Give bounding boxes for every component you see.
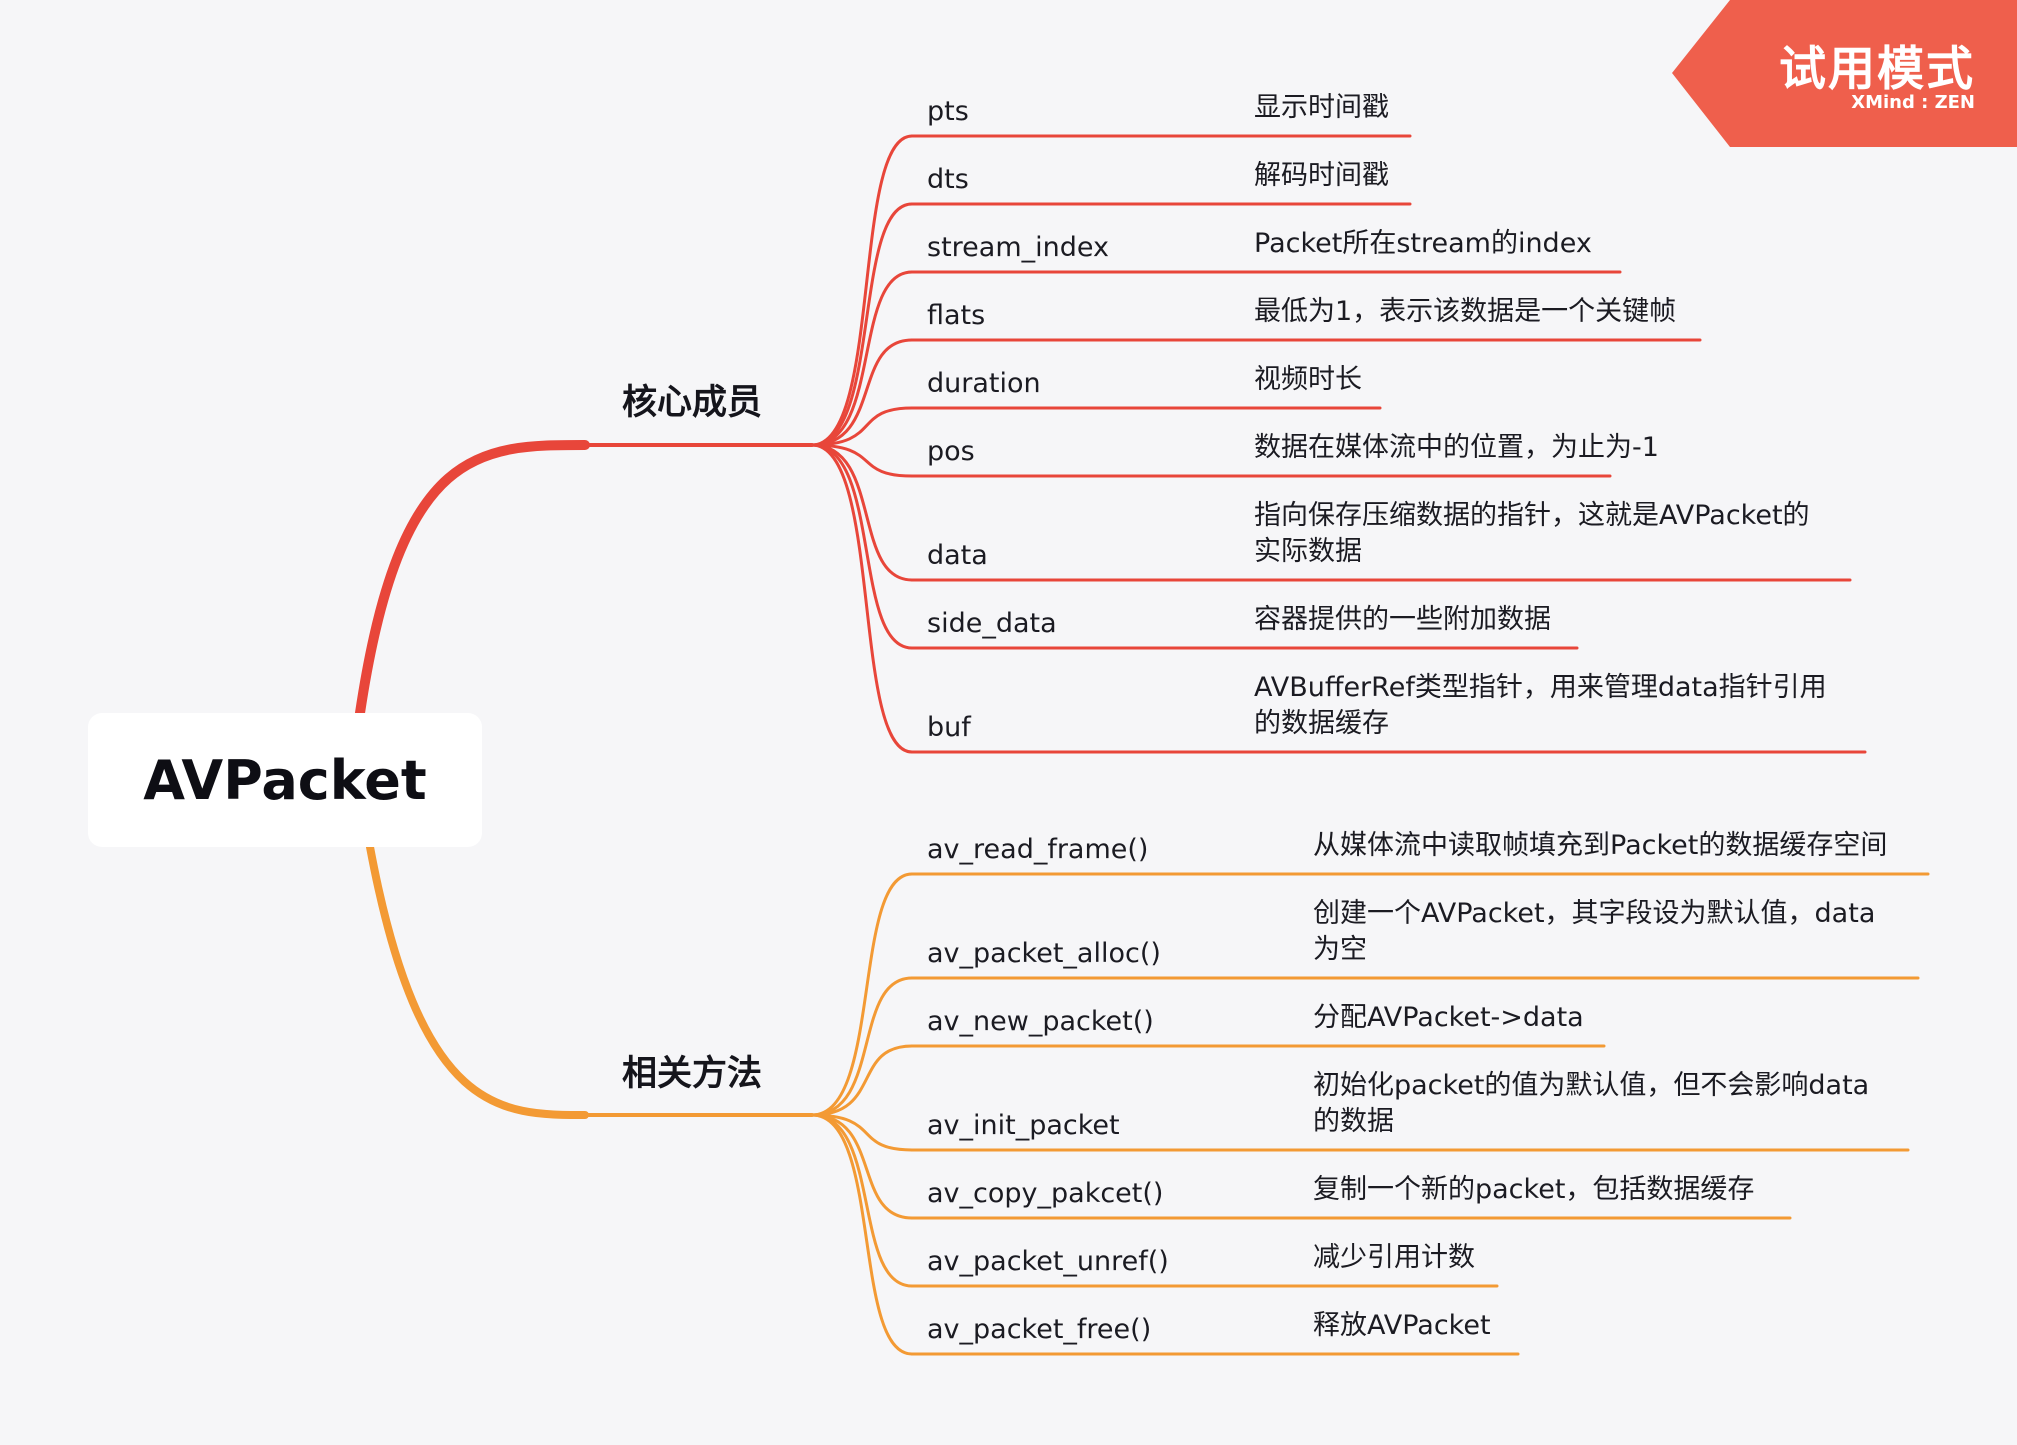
desc-line: 从媒体流中读取帧填充到Packet的数据缓存空间 [1313,830,1888,861]
leaf-desc-methods-3[interactable]: 初始化packet的值为默认值，但不会影响data 的数据 [1313,1068,1869,1140]
desc-line: 初始化packet的值为默认值，但不会影响data [1313,1070,1870,1101]
leaf-connector-members-3 [810,338,914,447]
leaf-name-members-3[interactable]: flats [927,300,986,331]
desc-line: 创建一个AVPacket，其字段设为默认值，data [1313,898,1876,929]
leaf-desc-members-2[interactable]: Packet所在stream的index [1254,226,1592,262]
desc-line: 最低为1，表示该数据是一个关键帧 [1254,296,1677,327]
watermark-title: 试用模式 [1779,42,1975,97]
leaf-connector-members-2 [810,270,914,447]
desc-line: 的数据 [1313,1106,1394,1137]
desc-line: 显示时间戳 [1254,92,1389,123]
desc-line: 实际数据 [1254,536,1362,567]
leaf-name-methods-3[interactable]: av_init_packet [927,1110,1120,1141]
leaf-desc-members-1[interactable]: 解码时间戳 [1254,158,1389,194]
leaf-connector-methods-4 [810,1113,914,1220]
leaf-name-methods-5[interactable]: av_packet_unref() [927,1246,1169,1277]
leaf-desc-methods-1[interactable]: 创建一个AVPacket，其字段设为默认值，data 为空 [1313,896,1875,968]
leaf-desc-methods-2[interactable]: 分配AVPacket->data [1313,1000,1584,1036]
leaf-desc-members-8[interactable]: AVBufferRef类型指针，用来管理data指针引用的数据缓存 [1254,670,1827,742]
leaf-name-methods-0[interactable]: av_read_frame() [927,834,1149,865]
leaf-connector-members-4 [810,406,914,447]
leaf-connector-members-1 [810,202,914,447]
leaf-name-methods-6[interactable]: av_packet_free() [927,1314,1152,1345]
leaf-name-methods-4[interactable]: av_copy_pakcet() [927,1178,1164,1209]
leaf-name-members-2[interactable]: stream_index [927,232,1109,263]
leaf-name-methods-2[interactable]: av_new_packet() [927,1006,1154,1037]
leaf-connector-methods-6 [810,1113,914,1356]
leaf-connector-members-8 [810,443,914,754]
root-topic-label: AVPacket [143,748,427,812]
leaf-desc-members-5[interactable]: 数据在媒体流中的位置，为止为-1 [1254,430,1659,466]
leaf-connector-methods-5 [810,1113,914,1288]
leaf-name-members-7[interactable]: side_data [927,608,1057,639]
trial-mode-watermark: 试用模式 XMind : ZEN [1670,0,2017,147]
desc-line: 指向保存压缩数据的指针，这就是AVPacket的 [1254,500,1810,531]
leaf-connector-members-6 [810,443,914,582]
leaf-desc-members-4[interactable]: 视频时长 [1254,362,1362,398]
branch-topic-methods[interactable]: 相关方法 [622,1054,763,1094]
leaf-desc-members-3[interactable]: 最低为1，表示该数据是一个关键帧 [1254,294,1676,330]
leaf-desc-methods-0[interactable]: 从媒体流中读取帧填充到Packet的数据缓存空间 [1313,828,1887,864]
leaf-name-methods-1[interactable]: av_packet_alloc() [927,938,1161,969]
desc-line: 容器提供的一些附加数据 [1254,604,1551,635]
leaf-desc-methods-6[interactable]: 释放AVPacket [1313,1308,1491,1344]
desc-line: 为空 [1313,934,1367,965]
leaf-connector-members-0 [810,134,914,447]
desc-line: 视频时长 [1254,364,1362,395]
root-connector-members [355,440,590,718]
branch-topic-members[interactable]: 核心成员 [622,383,763,423]
leaf-connector-members-7 [810,443,914,650]
desc-line: 解码时间戳 [1254,160,1389,191]
desc-line: 的数据缓存 [1254,708,1389,739]
leaf-name-members-4[interactable]: duration [927,368,1041,399]
leaf-name-members-6[interactable]: data [927,540,988,571]
watermark-badge-shape [1672,0,2017,147]
desc-line: 数据在媒体流中的位置，为止为-1 [1254,432,1659,463]
leaf-name-members-0[interactable]: pts [927,96,969,127]
desc-line: 减少引用计数 [1313,1242,1475,1273]
leaf-name-members-1[interactable]: dts [927,164,969,195]
desc-line: Packet所在stream的index [1254,228,1592,259]
leaf-connector-members-5 [810,443,914,478]
leaf-connector-methods-1 [810,976,914,1117]
leaf-desc-methods-5[interactable]: 减少引用计数 [1313,1240,1475,1276]
leaf-connector-methods-3 [810,1113,914,1152]
desc-line: 释放AVPacket [1313,1310,1491,1341]
root-connector-methods [366,843,589,1119]
leaf-connector-methods-2 [810,1044,914,1117]
leaf-desc-members-6[interactable]: 指向保存压缩数据的指针，这就是AVPacket的实际数据 [1254,498,1810,570]
desc-line: 分配AVPacket->data [1313,1002,1584,1033]
desc-line: AVBufferRef类型指针，用来管理data指针引用 [1254,672,1827,703]
desc-line: 复制一个新的packet，包括数据缓存 [1313,1174,1755,1205]
root-topic[interactable]: AVPacket [88,713,482,847]
leaf-connector-methods-0 [810,872,914,1117]
leaf-desc-members-7[interactable]: 容器提供的一些附加数据 [1254,602,1551,638]
watermark-brand: XMind : ZEN [1851,92,1975,113]
leaf-desc-methods-4[interactable]: 复制一个新的packet，包括数据缓存 [1313,1172,1754,1208]
leaf-name-members-5[interactable]: pos [927,436,975,467]
leaf-name-members-8[interactable]: buf [927,712,971,743]
leaf-desc-members-0[interactable]: 显示时间戳 [1254,90,1389,126]
